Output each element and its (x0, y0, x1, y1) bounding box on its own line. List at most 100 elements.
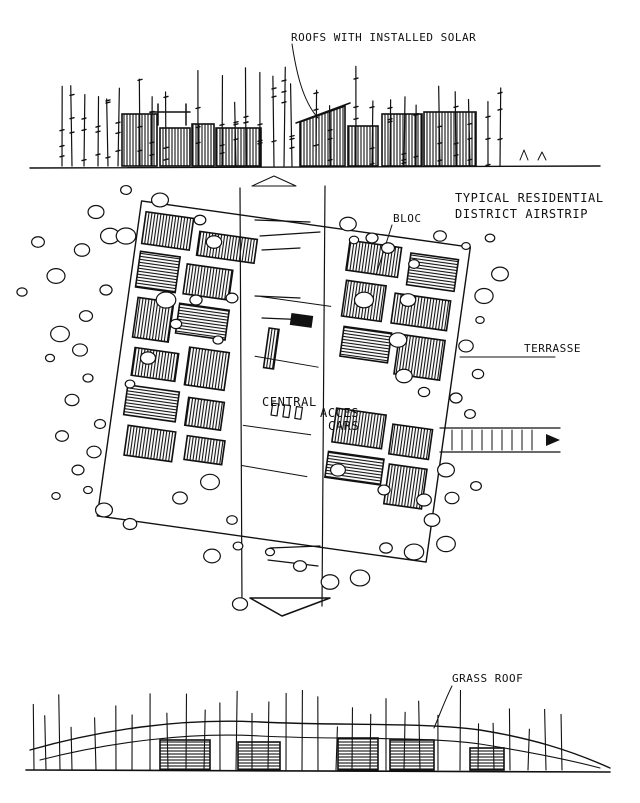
grass-roof-line (29, 720, 611, 769)
section-room (237, 741, 281, 771)
tree-pole-tick (59, 155, 65, 158)
bottom-section: GRASS ROOF (25, 672, 611, 773)
tree-canopy (86, 445, 102, 459)
plan-block (122, 383, 181, 423)
tree-canopy (388, 332, 408, 348)
tree-canopy (464, 408, 476, 420)
tree-pole (544, 708, 547, 771)
tree-pole-tick (95, 125, 101, 128)
plan-element (289, 312, 314, 328)
tree-pole-tick (81, 117, 87, 120)
tree-pole-tick (313, 91, 319, 95)
tree-canopy (436, 535, 456, 553)
tree-canopy (203, 548, 221, 564)
tree-pole-tick (485, 163, 491, 167)
tree-pole (272, 75, 275, 167)
tree-canopy (433, 230, 447, 242)
tree-pole (32, 703, 35, 771)
tree-pole-tick (281, 101, 287, 104)
tree-pole-tick (115, 131, 121, 135)
label-acces: ACCES (320, 406, 359, 420)
tree-canopy (349, 569, 371, 587)
plan-element (262, 327, 280, 370)
tree-canopy (365, 232, 379, 244)
tree-pole-tick (59, 129, 65, 132)
top-bldg-8 (423, 111, 477, 167)
tree-canopy (458, 339, 474, 353)
label-roofs-solar: ROOFS WITH INSTALLED SOLAR (291, 31, 476, 44)
tree-canopy (64, 393, 80, 407)
tree-pole (235, 690, 238, 771)
tree-canopy (416, 493, 432, 507)
grass-roof-inner (39, 734, 601, 769)
tree-pole-tick (81, 128, 87, 132)
tree-canopy (71, 343, 89, 357)
leader-roofs (291, 43, 319, 119)
tree-canopy (199, 473, 221, 491)
plan-element (294, 405, 304, 420)
plan-block (405, 252, 460, 293)
top-elevation: ROOFS WITH INSTALLED SOLAR (29, 31, 601, 169)
arrow-down-icon (249, 597, 331, 617)
tree-canopy (329, 463, 347, 477)
tree-canopy (83, 485, 93, 495)
tree-canopy (475, 315, 485, 325)
tree-pole-tick (289, 134, 295, 138)
tree-pole-tick (453, 105, 459, 109)
tree-canopy (320, 574, 340, 590)
tree-pole-tick (289, 146, 295, 150)
tree-pole-tick (271, 140, 277, 143)
plan-block (134, 250, 182, 294)
top-bldg-1 (121, 113, 158, 167)
tree-pole (508, 708, 511, 771)
tree-pole (289, 83, 293, 167)
tree-pole-tick (271, 87, 277, 90)
tree-canopy (491, 266, 509, 282)
label-typical-1: TYPICAL RESIDENTIAL (455, 191, 604, 205)
tree-pole-tick (485, 115, 491, 119)
arrow-up-icon (251, 175, 297, 187)
plan-block (330, 407, 388, 450)
section-room (337, 737, 379, 771)
top-solar-roof (295, 102, 351, 124)
tree-pole-tick (105, 101, 111, 104)
tree-pole-tick (81, 158, 87, 162)
tree-pole-tick (369, 106, 375, 109)
label-central: CENTRAL (262, 395, 317, 409)
tree-canopy (408, 259, 420, 269)
label-terrasse: TERRASSE (524, 342, 581, 355)
plan-block (130, 346, 180, 383)
label-typical-2: DISTRICT AIRSTRIP (455, 207, 588, 221)
tree-canopy (71, 464, 85, 476)
tree-canopy (46, 268, 66, 284)
tree-pole-tick (137, 78, 143, 82)
tree-canopy (51, 491, 61, 501)
tree-pole-tick (69, 131, 75, 134)
tree-canopy (50, 325, 70, 343)
plan-trees (16, 184, 509, 611)
section-room (389, 739, 435, 771)
tree-pole-tick (243, 121, 249, 124)
tree-pole (58, 694, 61, 771)
plan-block (324, 450, 385, 486)
bottom-tree-poles (32, 689, 563, 771)
top-ground-line (29, 165, 601, 169)
tree-pole-tick (271, 95, 277, 98)
plan-block (339, 325, 393, 364)
plan-block (382, 463, 428, 510)
tree-canopy (484, 233, 496, 243)
tree-canopy (124, 379, 136, 389)
tree-pole-tick (69, 93, 75, 97)
plan-block (140, 210, 195, 252)
tree-pole-tick (497, 137, 503, 141)
tree-canopy (189, 294, 203, 306)
tree-pole-tick (485, 137, 491, 141)
tree-pole-tick (353, 77, 359, 80)
tree-pole-tick (313, 108, 319, 111)
plan-block (393, 333, 446, 382)
top-bldg-6 (347, 125, 379, 167)
tree-canopy (380, 242, 396, 254)
top-bldg-7 (381, 113, 423, 167)
top-figures (519, 149, 547, 161)
tree-canopy (82, 373, 94, 383)
